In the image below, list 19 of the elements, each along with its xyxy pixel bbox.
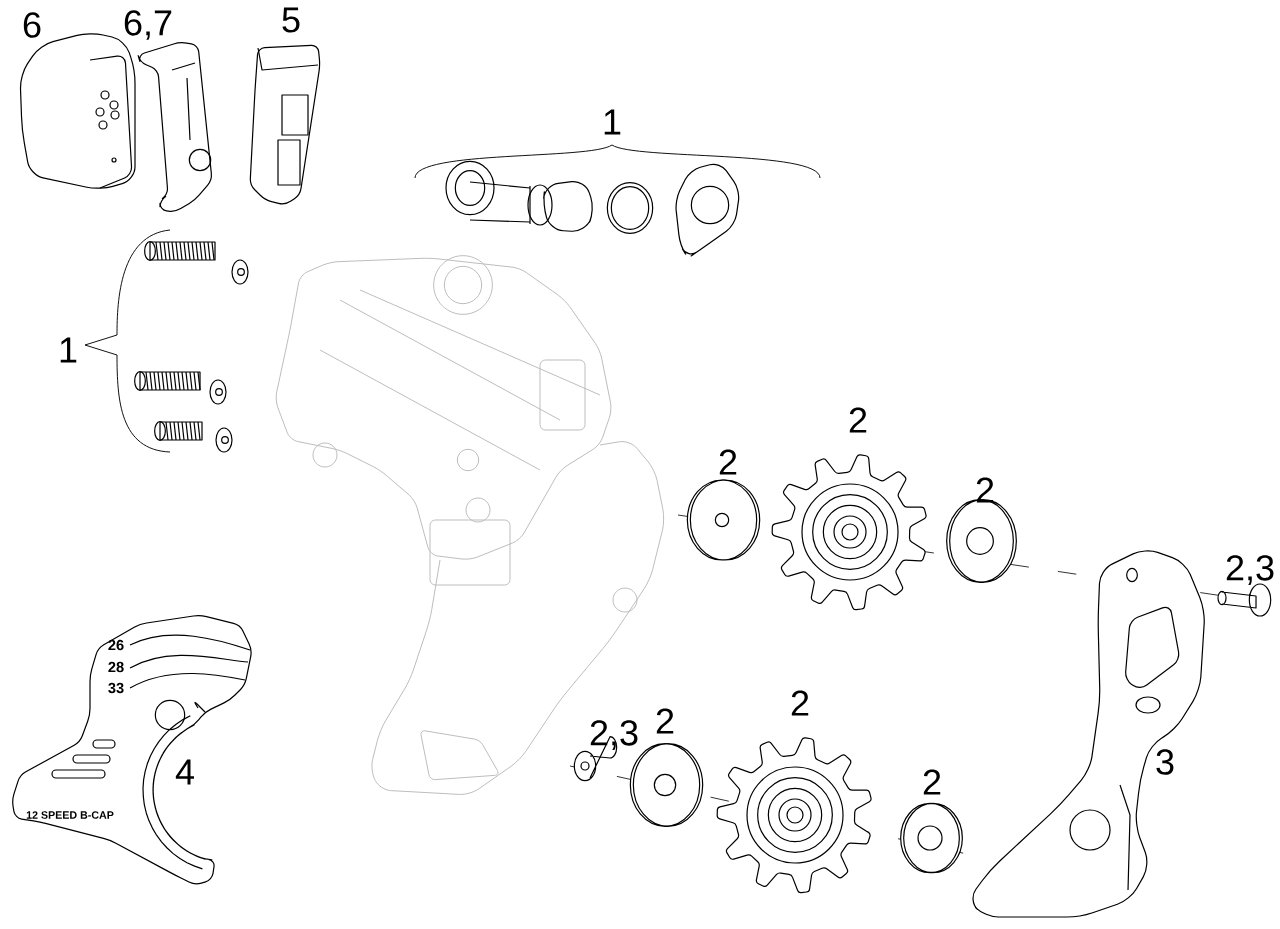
callout-number: 3 bbox=[1156, 749, 1174, 775]
callout-number: 1 bbox=[60, 337, 77, 363]
size-marking: 33 bbox=[108, 682, 124, 694]
callout-number: 2,3 bbox=[1226, 555, 1274, 585]
callout-number: 6,7 bbox=[124, 10, 172, 40]
size-marking: 26 bbox=[108, 639, 124, 651]
size-marking: 28 bbox=[108, 661, 124, 673]
callout-number: 6 bbox=[23, 12, 41, 38]
callout-number: 5 bbox=[282, 7, 300, 33]
callout-number: 2 bbox=[791, 690, 809, 716]
callout-number: 2 bbox=[923, 769, 941, 795]
callout-number: 2 bbox=[849, 407, 867, 433]
callout-number: 2 bbox=[719, 449, 737, 475]
callout-number: 4 bbox=[175, 759, 194, 785]
callout-number: 2 bbox=[656, 708, 674, 734]
callout-number: 1 bbox=[604, 109, 621, 135]
callout-number: 2,3 bbox=[590, 720, 638, 750]
part-marking: 12 SPEED B-CAP bbox=[26, 811, 114, 819]
callout-number: 2 bbox=[976, 477, 994, 503]
